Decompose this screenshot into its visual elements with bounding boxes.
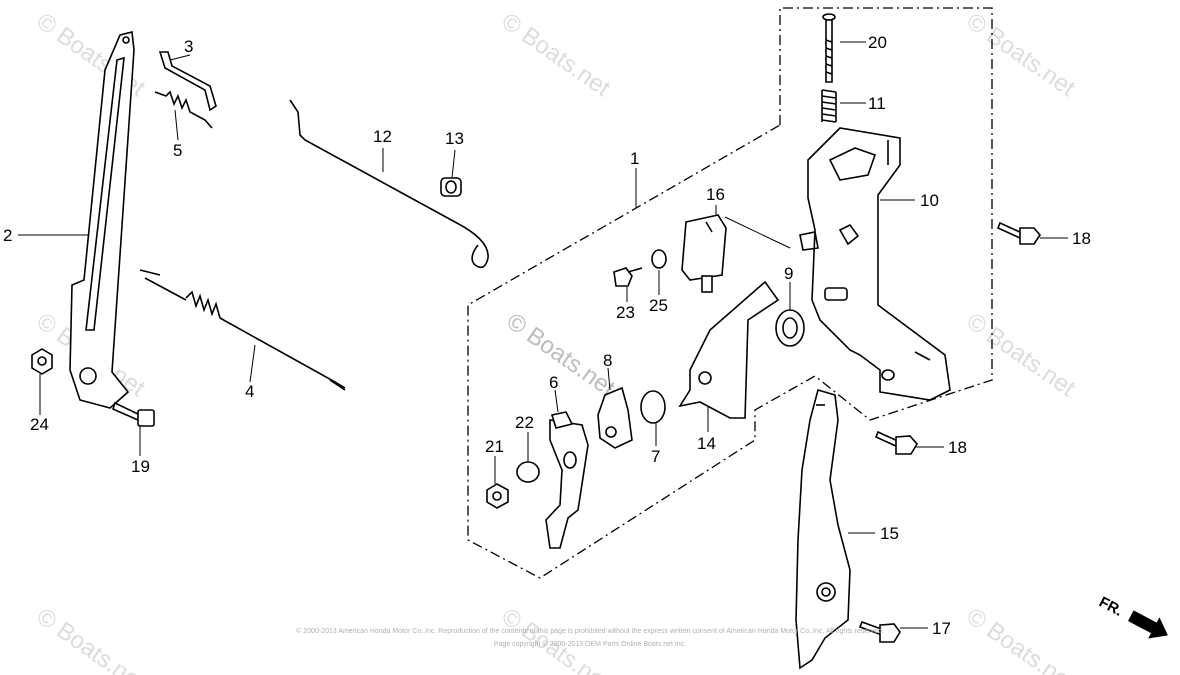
label-part-8: 8 [603,351,612,370]
part-8-cam [597,386,633,449]
part-5-spring [154,90,213,129]
part-12-wire [289,99,489,269]
label-part-2: 2 [3,226,12,245]
direction-label: FR. [1096,594,1125,620]
label-part-10: 10 [920,191,939,210]
label-part-21: 21 [485,437,504,456]
part-23-screw [613,267,643,287]
label-part-24: 24 [30,415,49,434]
watermark: © Boats.net [497,8,616,102]
leader-lines [18,41,1068,629]
label-part-5: 5 [173,141,182,160]
watermark: © Boats.net [962,603,1081,675]
front-direction-indicator: FR. [1096,594,1168,639]
part-25-washer [651,249,667,269]
part-3-clip [158,51,217,112]
label-part-20: 20 [868,33,887,52]
watermark: © Boats.net [962,8,1081,102]
part-10-bracket [799,127,951,401]
arrow-right-icon [1128,610,1168,639]
label-part-16: 16 [706,185,725,204]
label-part-7: 7 [651,447,660,466]
part-7-washer [640,390,666,424]
assembly-outline [467,7,993,579]
part-18-bolt-upper [996,221,1042,245]
label-part-18-upper: 18 [1072,229,1091,248]
part-24-nut [31,348,53,375]
part-18-bolt-lower [874,430,918,455]
label-part-17: 17 [932,619,951,638]
part-19-bolt [112,401,155,427]
label-part-9: 9 [784,264,793,283]
part-2-lever [69,31,135,409]
label-part-15: 15 [880,524,899,543]
part-16-switch [681,214,727,293]
label-part-23: 23 [616,303,635,322]
label-part-19: 19 [131,457,150,476]
label-part-1: 1 [630,149,639,168]
label-part-18-lower: 18 [948,438,967,457]
part-22-washer [516,461,540,483]
label-part-13: 13 [445,129,464,148]
part-15-lever [795,389,851,670]
part-labels: 1 2 3 4 5 6 7 8 9 10 11 12 13 14 15 16 1… [3,33,1091,638]
part-14-lever [678,280,780,419]
label-part-14: 14 [697,434,716,453]
part-6-lever [545,411,589,549]
label-part-11: 11 [868,94,886,113]
watermark: © Boats.net [32,603,151,675]
copyright-line-1: © 2000-2013 American Honda Motor Co.,Inc… [296,627,884,635]
part-20-bolt [822,13,836,83]
watermark: © Boats.net [497,603,616,675]
part-17-bolt [858,620,901,643]
label-part-6: 6 [549,373,558,392]
copyright-line-2: Page copyright © 2000-2013 OEM Parts Onl… [494,640,686,648]
label-part-25: 25 [649,296,668,315]
label-part-12: 12 [373,127,392,146]
label-part-22: 22 [515,413,534,432]
copyright-notice: © 2000-2013 American Honda Motor Co.,Inc… [296,627,884,648]
part-13-grommet [440,177,462,197]
part-4-rod [139,269,346,391]
part-9-grommet [775,309,805,347]
part-11-spring [821,89,837,123]
label-part-3: 3 [184,37,193,56]
part-21-nut [486,483,509,509]
watermark: © Boats.net [962,308,1081,402]
label-part-4: 4 [245,382,254,401]
